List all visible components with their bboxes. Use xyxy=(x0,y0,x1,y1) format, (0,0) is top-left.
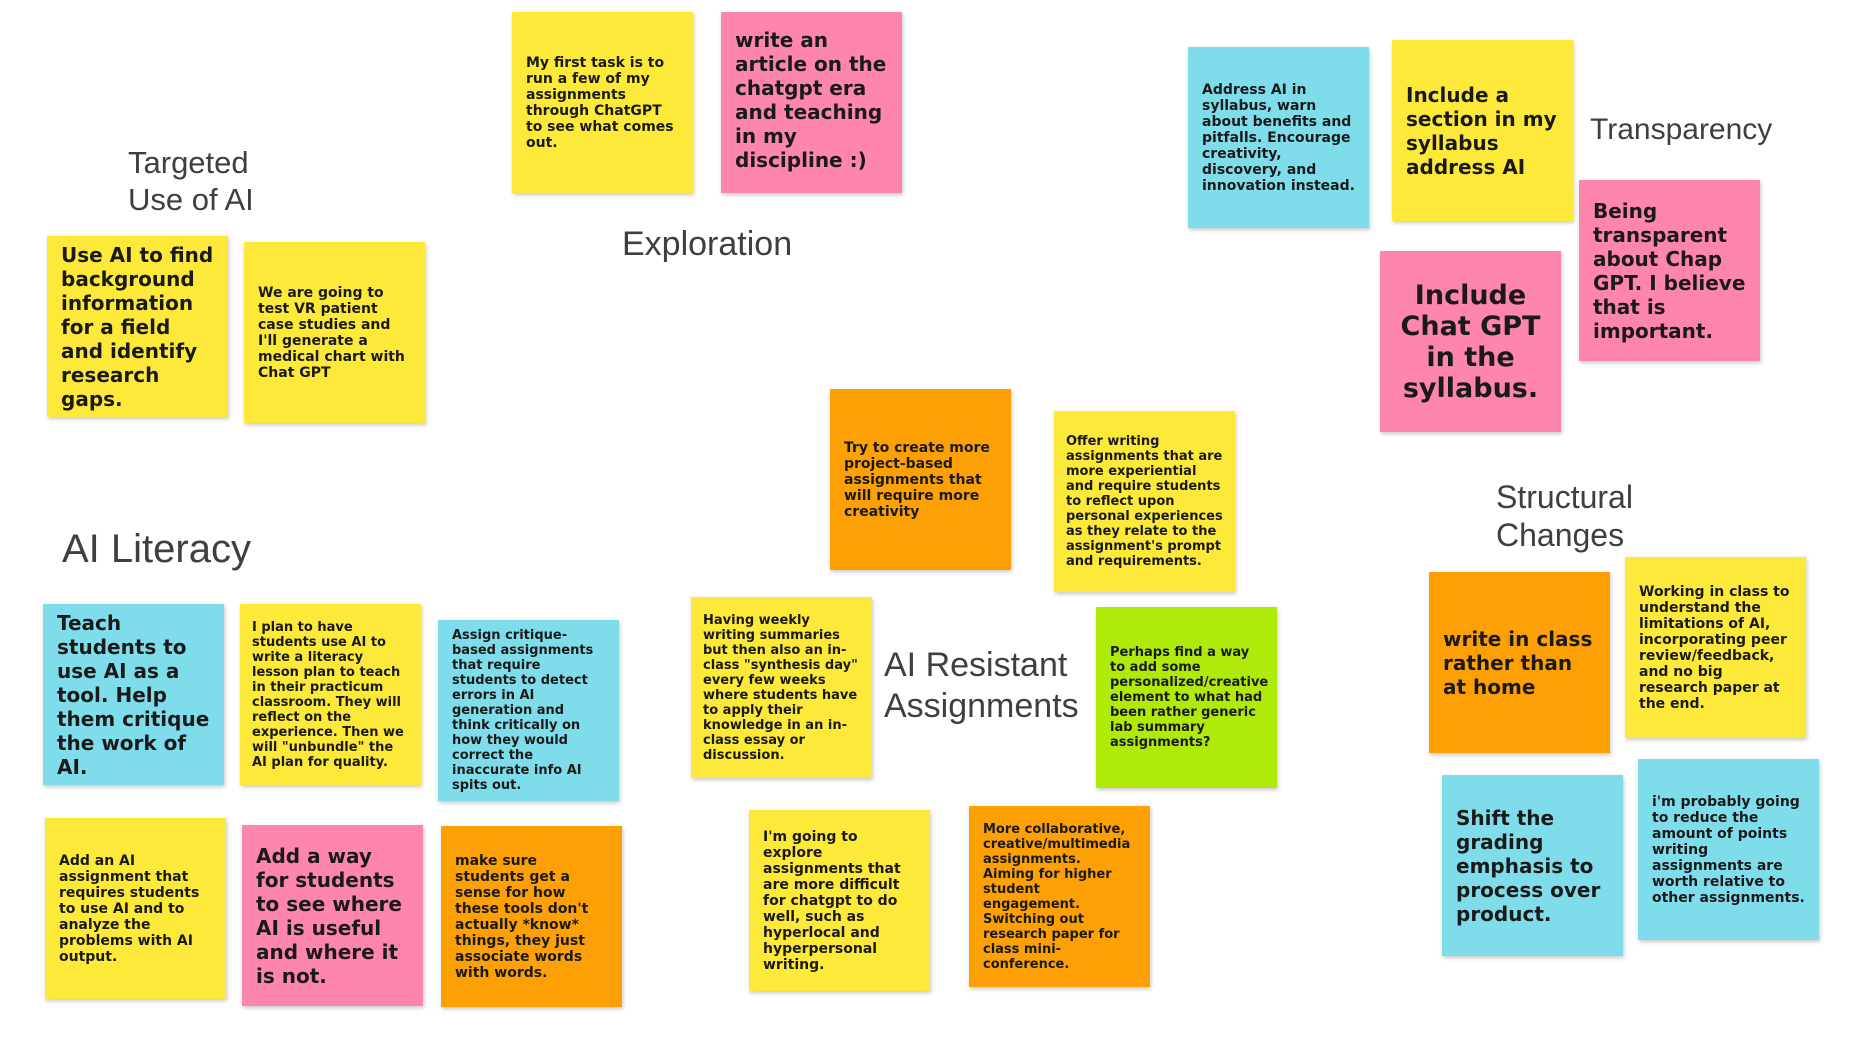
sticky-note-reduce-writing-points[interactable]: i'm probably going to reduce the amount … xyxy=(1638,759,1819,940)
sticky-note-hyperlocal-writing[interactable]: I'm going to explore assignments that ar… xyxy=(749,810,930,991)
heading-transparency: Transparency xyxy=(1590,113,1773,146)
sticky-note-experiential-writing[interactable]: Offer writing assignments that are more … xyxy=(1054,411,1235,592)
sticky-note-write-in-class[interactable]: write in class rather than at home xyxy=(1429,572,1610,753)
sticky-note-background-research-gaps[interactable]: Use AI to find background information fo… xyxy=(47,236,228,417)
sticky-note-limitations-peer-review[interactable]: Working in class to understand the limit… xyxy=(1625,557,1806,738)
sticky-note-include-chat-gpt-syllabus[interactable]: Include Chat GPT in the syllabus. xyxy=(1380,251,1561,432)
sticky-note-write-article-chatgpt-era[interactable]: write an article on the chatgpt era and … xyxy=(721,12,902,193)
sticky-note-teach-ai-as-tool[interactable]: Teach students to use AI as a tool. Help… xyxy=(43,604,224,785)
sticky-note-vr-patient-case-studies[interactable]: We are going to test VR patient case stu… xyxy=(244,242,425,423)
heading-exploration: Exploration xyxy=(622,225,793,263)
sticky-note-process-over-product[interactable]: Shift the grading emphasis to process ov… xyxy=(1442,775,1623,956)
sticky-note-critique-based-assignments[interactable]: Assign critique-based assignments that r… xyxy=(438,620,619,801)
sticky-note-analyze-ai-output[interactable]: Add an AI assignment that requires stude… xyxy=(45,818,226,999)
sticky-note-literacy-lesson-plan[interactable]: I plan to have students use AI to write … xyxy=(240,604,421,785)
heading-ai-resistant-assignments: AI Resistant Assignments xyxy=(884,646,1079,725)
sticky-note-where-ai-useful[interactable]: Add a way for students to see where AI i… xyxy=(242,825,423,1006)
sticky-note-personalized-lab-summaries[interactable]: Perhaps find a way to add some personali… xyxy=(1096,607,1277,788)
sticky-note-address-ai-in-syllabus[interactable]: Address AI in syllabus, warn about benef… xyxy=(1188,47,1369,228)
sticky-note-collaborative-multimedia[interactable]: More collaborative, creative/multimedia … xyxy=(969,806,1150,987)
sticky-note-include-section-syllabus[interactable]: Include a section in my syllabus address… xyxy=(1392,40,1573,221)
sticky-note-tools-dont-know[interactable]: make sure students get a sense for how t… xyxy=(441,826,622,1007)
sticky-note-project-based-assignments[interactable]: Try to create more project-based assignm… xyxy=(830,389,1011,570)
heading-ai-literacy: AI Literacy xyxy=(62,527,251,571)
sticky-note-being-transparent[interactable]: Being transparent about Chap GPT. I beli… xyxy=(1579,180,1760,361)
heading-structural-changes: Structural Changes xyxy=(1496,479,1633,554)
heading-targeted-use-of-ai: Targeted Use of AI xyxy=(128,145,254,218)
sticky-note-synthesis-day[interactable]: Having weekly writing summaries but then… xyxy=(691,597,872,778)
sticky-note-run-assignments-chatgpt[interactable]: My first task is to run a few of my assi… xyxy=(512,12,693,193)
